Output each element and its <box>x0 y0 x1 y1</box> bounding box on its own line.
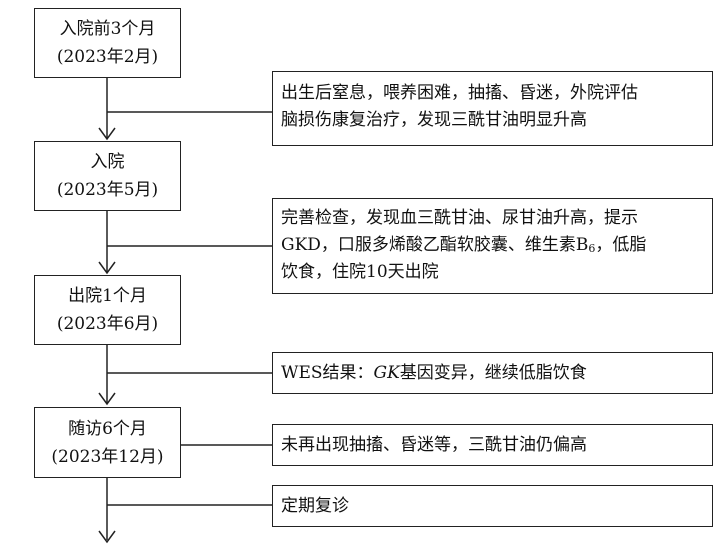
note-followup-status: 未再出现抽搐、昏迷等，三酰甘油仍偏高 <box>272 424 713 466</box>
stage-date: (2023年5月) <box>56 180 159 200</box>
note-admission-workup: 完善检查，发现血三酰甘油、尿甘油升高，提示 GKD，口服多烯酸乙酯软胶囊、维生素… <box>272 198 713 294</box>
note-birth-history: 出生后窒息，喂养困难，抽搐、昏迷，外院评估 脑损伤康复治疗，发现三酰甘油明显升高 <box>272 71 713 146</box>
stage-date: (2023年6月) <box>56 314 159 334</box>
note-line: GKD，口服多烯酸乙酯软胶囊、维生素B6，低脂 <box>281 232 704 259</box>
stage-date: (2023年2月) <box>56 47 159 67</box>
gene-name: GK <box>373 362 400 383</box>
subscript: 6 <box>588 242 596 255</box>
note-text: GKD，口服多烯酸乙酯软胶囊、维生素B <box>281 235 589 255</box>
note-line: 完善检查，发现血三酰甘油、尿甘油升高，提示 <box>281 208 638 228</box>
note-line: 未再出现抽搐、昏迷等，三酰甘油仍偏高 <box>281 434 587 455</box>
arrow-down-icon <box>98 530 116 544</box>
stage-title: 入院 <box>90 152 125 172</box>
stage-box-admission: 入院 (2023年5月) <box>34 141 181 211</box>
arrow-down-icon <box>98 127 116 141</box>
stage-title: 入院前3个月 <box>59 19 156 39</box>
stage-box-discharge: 出院1个月 (2023年6月) <box>34 275 181 345</box>
note-line: WES结果：GK基因变异，继续低脂饮食 <box>281 360 587 387</box>
stage-title: 随访6个月 <box>68 418 147 439</box>
stage-date: (2023年12月) <box>51 446 164 467</box>
stage-box-pre-admission: 入院前3个月 (2023年2月) <box>34 8 181 78</box>
note-text: 基因变异，继续低脂饮食 <box>399 362 587 383</box>
note-line: 脑损伤康复治疗，发现三酰甘油明显升高 <box>281 110 587 130</box>
note-text: ，低脂 <box>595 235 647 255</box>
stage-title: 出院1个月 <box>68 286 147 306</box>
note-regular-visits: 定期复诊 <box>272 485 713 527</box>
stage-box-followup: 随访6个月 (2023年12月) <box>34 407 181 478</box>
arrow-down-icon <box>98 392 116 406</box>
note-text: WES结果： <box>281 362 374 383</box>
note-line: 出生后窒息，喂养困难，抽搐、昏迷，外院评估 <box>281 83 638 103</box>
arrow-down-icon <box>98 261 116 275</box>
note-line: 饮食，住院10天出院 <box>281 262 439 282</box>
note-wes-result: WES结果：GK基因变异，继续低脂饮食 <box>272 352 713 394</box>
note-line: 定期复诊 <box>281 495 349 516</box>
